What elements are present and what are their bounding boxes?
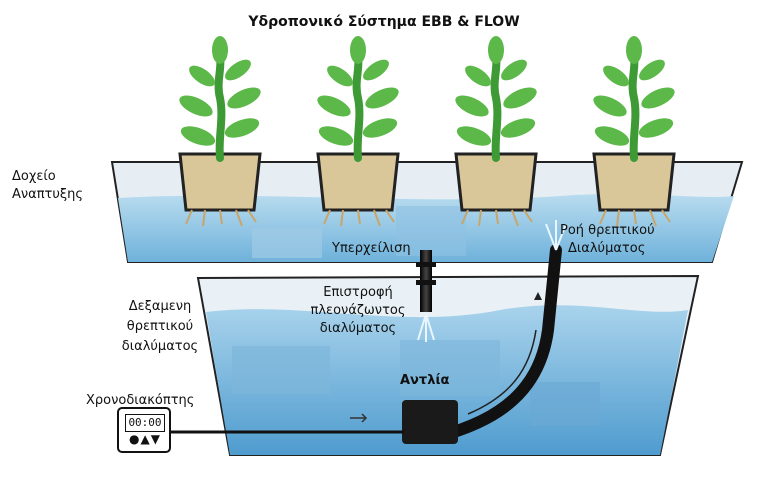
timer-arrow: [350, 413, 368, 423]
timer-display: 00:00: [125, 414, 165, 432]
reservoir-label-line2: θρεπτικού: [126, 319, 194, 334]
grow-tray-label-line1: Δοχείο: [12, 169, 56, 184]
plant-4: [590, 36, 677, 227]
return-label-line1: Επιστροφή: [323, 285, 393, 300]
diagram-title: Υδροπονικό Σύστημα EBB & FLOW: [248, 14, 520, 30]
timer-label: Χρονοδιακόπτης: [86, 393, 195, 408]
timer-buttons: ●▲▼: [129, 432, 161, 446]
nutrient-reservoir: [196, 274, 700, 456]
return-label-line3: διαλύματος: [319, 321, 397, 336]
flow-label-line2: Διαλύματος: [568, 241, 646, 256]
flow-label-line1: Ροή θρεπτικού: [560, 223, 655, 238]
overflow-pipe: [416, 250, 436, 342]
grow-tray-label-line2: Αναπτυξης: [12, 187, 84, 202]
supply-tube: [434, 220, 567, 442]
plant-3: [452, 36, 539, 227]
plant-1: [176, 36, 263, 227]
plant-2: [314, 36, 401, 227]
reservoir-label-line3: διαλύματος: [121, 339, 199, 354]
reservoir-label-line1: Δεξαμενη: [128, 299, 192, 314]
return-label-line2: πλεονάζωντος: [310, 303, 406, 318]
pump: [402, 400, 458, 444]
overflow-label: Υπερχείλιση: [332, 241, 411, 256]
grow-tray: [110, 161, 744, 263]
pump-label: Αντλία: [400, 373, 450, 388]
